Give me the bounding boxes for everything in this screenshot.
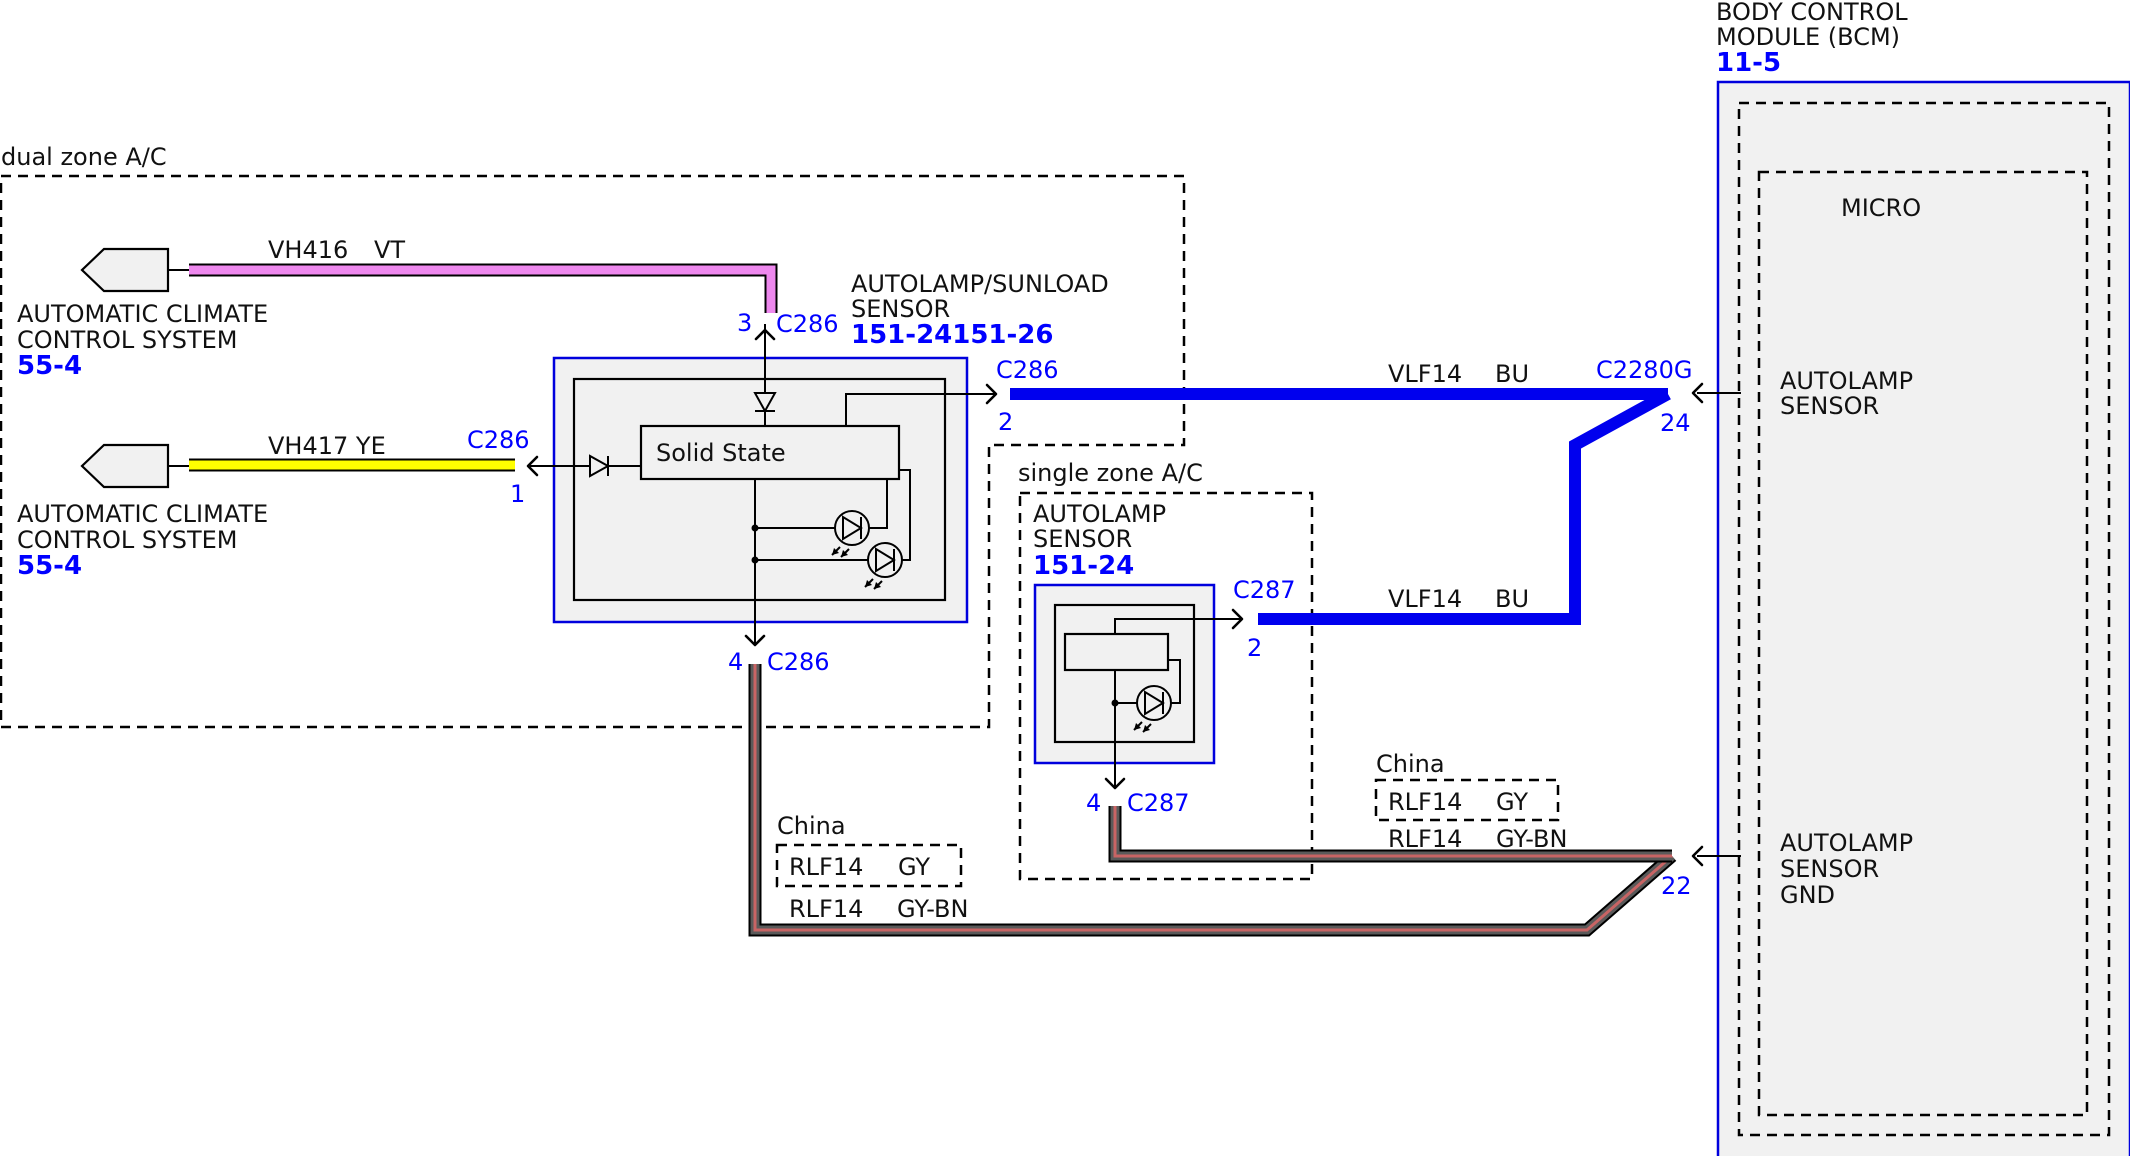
c287-pin2-terminal[interactable]	[1231, 608, 1244, 630]
single-sensor-ref[interactable]: 151-24	[1033, 551, 1134, 581]
bcm-pin22-label-line1: AUTOLAMP	[1780, 829, 1913, 857]
dual-zone-region	[0, 174, 1186, 729]
vlf14-top-circuit-label: VLF14	[1388, 360, 1462, 388]
bcm-title-line1: BODY CONTROL	[1716, 0, 1908, 26]
acc-lower-title-line2: CONTROL SYSTEM	[17, 526, 238, 554]
bcm-pin22-label-line2: SENSOR	[1780, 855, 1879, 883]
rlf14-right-china-circuit: RLF14	[1388, 788, 1462, 816]
bcm-pin24-label-line2: SENSOR	[1780, 392, 1879, 420]
acc-lower-connector	[80, 443, 189, 489]
wire-rlf14-left[interactable]	[748, 664, 1677, 937]
sunload-sensor: Solid State	[530, 324, 995, 645]
bcm-pin22-terminal[interactable]	[1691, 845, 1704, 867]
acc-upper-title-line2: CONTROL SYSTEM	[17, 326, 238, 354]
bcm-title-line2: MODULE (BCM)	[1716, 23, 1900, 51]
c2280g-conn[interactable]: C2280G	[1596, 356, 1692, 384]
wire-rlf14-right[interactable]	[1108, 806, 1672, 863]
bcm-ref[interactable]: 11-5	[1716, 48, 1781, 78]
c286-pin4-pin: 4	[728, 648, 743, 676]
c286-pin2-pin: 2	[998, 408, 1013, 436]
single-autolamp-sensor	[1033, 583, 1242, 788]
single-zone-label: single zone A/C	[1018, 459, 1203, 487]
single-sensor-title-line1: AUTOLAMP	[1033, 500, 1166, 528]
c2280g-pin24-terminal[interactable]	[1691, 382, 1704, 404]
c287-pin4-pin: 4	[1086, 789, 1101, 817]
vh417-label: VH417 YE	[268, 432, 386, 460]
china-left-label: China	[777, 812, 846, 840]
wire-vh416[interactable]	[189, 263, 778, 313]
single-sensor-title-line2: SENSOR	[1033, 525, 1132, 553]
sunload-title-line2: SENSOR	[851, 295, 950, 323]
c287-pin4-conn[interactable]: C287	[1127, 789, 1190, 817]
bcm-module: BODY CONTROL MODULE (BCM) 11-5 MICRO AUT…	[1697, 0, 2130, 1156]
rlf14-left-china-color: GY	[898, 853, 930, 881]
china-right-label: China	[1376, 750, 1445, 778]
bcm-pin22-label-line3: GND	[1780, 881, 1835, 909]
china-left-box	[775, 843, 963, 888]
rlf14-left-china-circuit: RLF14	[789, 853, 863, 881]
c286-pin3-terminal[interactable]	[754, 328, 776, 341]
micro-label: MICRO	[1841, 194, 1921, 222]
china-right-box	[1374, 778, 1560, 822]
acc-upper-title-line1: AUTOMATIC CLIMATE	[17, 300, 268, 328]
rlf14-right-china-color: GY	[1496, 788, 1528, 816]
c286-pin3-conn[interactable]: C286	[776, 310, 839, 338]
rlf14-right-circuit: RLF14	[1388, 825, 1462, 853]
c286-pin1-terminal[interactable]	[526, 455, 539, 477]
vh416-color-label: VT	[374, 236, 405, 264]
c286-pin2-conn[interactable]: C286	[996, 356, 1059, 384]
c286-pin3-pin: 3	[737, 309, 752, 337]
vh416-circuit-label: VH416	[268, 236, 348, 264]
vlf14-top-color-label: BU	[1495, 360, 1529, 388]
c287-pin2-pin: 2	[1247, 634, 1262, 662]
vlf14-bottom-color-label: BU	[1495, 585, 1529, 613]
rlf14-left-color: GY-BN	[897, 895, 968, 923]
c286-pin4-conn[interactable]: C286	[767, 648, 830, 676]
acc-lower-ref[interactable]: 55-4	[17, 551, 82, 581]
rlf14-left-circuit: RLF14	[789, 895, 863, 923]
c286-pin1-conn[interactable]: C286	[467, 426, 530, 454]
c286-pin2-terminal[interactable]	[985, 383, 998, 405]
solid-state-block	[639, 424, 901, 481]
rlf14-right-color: GY-BN	[1496, 825, 1567, 853]
wire-vlf14-bottom[interactable]	[1258, 388, 1671, 625]
acc-lower-title-line1: AUTOMATIC CLIMATE	[17, 500, 268, 528]
vlf14-bottom-circuit-label: VLF14	[1388, 585, 1462, 613]
c287-pin2-conn[interactable]: C287	[1233, 576, 1296, 604]
c286-pin4-terminal[interactable]	[744, 634, 766, 647]
c287-pin4-terminal[interactable]	[1104, 777, 1126, 790]
c286-pin1-pin: 1	[510, 480, 525, 508]
solid-state-label: Solid State	[656, 439, 786, 467]
single-zone-region	[1018, 491, 1314, 881]
acc-upper-connector	[80, 247, 189, 293]
bcm-pin22: 22	[1661, 872, 1692, 900]
c2280g-pin24: 24	[1660, 409, 1691, 437]
dual-zone-label: dual zone A/C	[1, 143, 167, 171]
sunload-ref[interactable]: 151-24151-26	[851, 320, 1054, 350]
acc-upper-ref[interactable]: 55-4	[17, 351, 82, 381]
sunload-title-line1: AUTOLAMP/SUNLOAD	[851, 270, 1109, 298]
bcm-pin24-label-line1: AUTOLAMP	[1780, 367, 1913, 395]
